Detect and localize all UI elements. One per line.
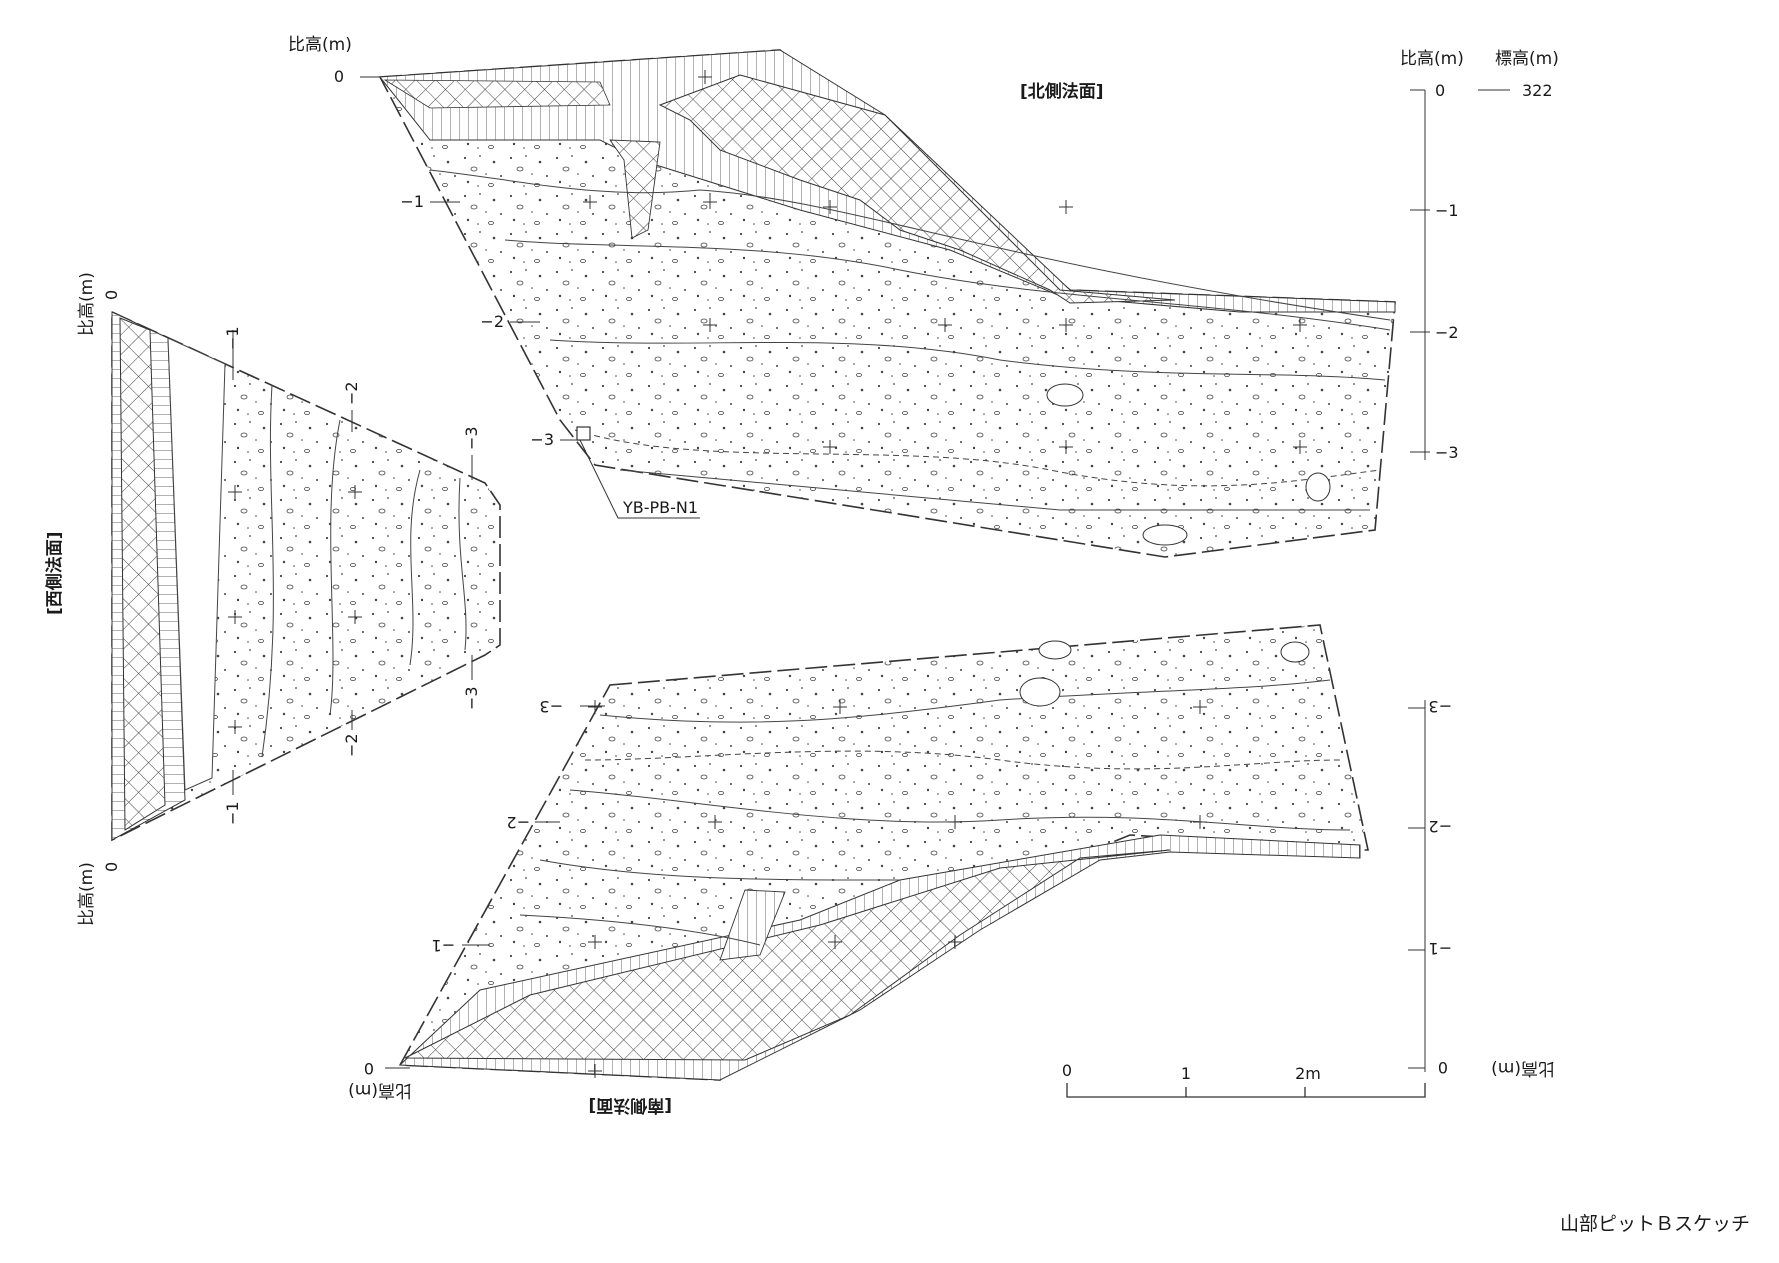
north-left-tick: 0	[334, 67, 344, 86]
north-boulder	[1142, 524, 1188, 546]
scale-label-1: 1	[1181, 1064, 1191, 1083]
west-wall-section: 比高(m) 0 −1 −2 −3 [西側法面] −3 −2 −1 0 比高(m)	[44, 272, 501, 926]
north-wall-section: 比高(m) 0 −1 −2 −3 YB-PB-N1 [北側法面] 比高(m) 標…	[288, 35, 1559, 558]
south-right-tick: −3	[1428, 697, 1452, 716]
north-boulder	[1046, 383, 1084, 407]
south-root-feature	[719, 889, 786, 961]
south-right-tick: 0	[1438, 1058, 1448, 1077]
north-layer-boundary	[429, 169, 1391, 321]
west-grid-crosses	[228, 485, 362, 734]
scale-bar: 0 1 2m	[1062, 1061, 1426, 1098]
north-grid-crosses	[583, 70, 1307, 454]
south-left-tick: 0	[364, 1059, 374, 1078]
north-layer-boundary	[549, 339, 1386, 381]
west-layer-boundary	[409, 469, 421, 666]
south-right-tick: −2	[1428, 817, 1452, 836]
west-tick-bottom: −3	[462, 686, 481, 710]
elevation-axis-label: 標高(m)	[1495, 49, 1559, 69]
west-tick-top: −1	[223, 326, 242, 350]
north-wall-title: [北側法面]	[1020, 81, 1104, 102]
south-grid-crosses	[588, 700, 1207, 1078]
north-right-axis-label: 比高(m)	[1400, 49, 1464, 69]
west-tick-top: −3	[462, 426, 481, 450]
north-boulder	[1305, 472, 1331, 502]
north-layer-boundary	[574, 429, 1381, 487]
south-left-tick: −1	[431, 936, 455, 955]
sample-label: YB-PB-N1	[622, 498, 698, 517]
south-wall-section: −3 −2 −1 0 比高(m) [南側法面] −3 −2 −1 0 比高(m)	[348, 624, 1555, 1116]
scale-label-2m: 2m	[1295, 1064, 1321, 1083]
west-tick-bottom: −2	[342, 733, 361, 757]
north-right-tick: 0	[1435, 81, 1445, 100]
north-left-tick: −2	[480, 312, 504, 331]
north-left-tick: −3	[530, 430, 554, 449]
south-right-axis-label: 比高(m)	[1491, 1058, 1555, 1078]
north-left-axis-label: 比高(m)	[288, 35, 352, 55]
north-left-tick: −1	[400, 192, 424, 211]
west-axis-label-bottom: 比高(m)	[77, 862, 97, 926]
north-layer-boundary	[504, 239, 1391, 331]
south-crosshatch-layer	[404, 849, 1171, 1061]
south-left-axis-label: 比高(m)	[348, 1080, 412, 1100]
south-left-tick: −2	[506, 813, 530, 832]
south-boulder	[1038, 640, 1072, 660]
west-layer-boundary	[261, 384, 274, 758]
sample-leader-line	[579, 439, 700, 519]
figure-caption: 山部ピットＢスケッチ	[1560, 1213, 1750, 1235]
west-clear-layer	[167, 337, 226, 791]
elevation-value: 322	[1522, 81, 1553, 100]
west-zero-top: 0	[102, 290, 121, 300]
west-wall-title: [西側法面]	[44, 531, 65, 615]
west-crosshatch-layer	[119, 317, 166, 831]
south-layer-boundary	[569, 789, 1351, 831]
scale-bar-line	[1066, 1083, 1426, 1098]
north-crosshatch-layer	[658, 74, 1176, 304]
north-right-tick: −2	[1435, 323, 1459, 342]
west-axis-label-top: 比高(m)	[77, 272, 97, 336]
west-tick-bottom: −1	[223, 801, 242, 825]
south-right-tick: −1	[1428, 939, 1452, 958]
south-boulder	[1019, 677, 1061, 707]
north-root-feature	[609, 139, 661, 239]
north-right-tick: −1	[1435, 201, 1459, 220]
west-layer-boundary	[329, 419, 341, 716]
north-right-tick: −3	[1435, 443, 1459, 462]
south-wall-title: [南側法面]	[588, 1095, 672, 1116]
south-left-tick: −3	[539, 697, 563, 716]
west-tick-top: −2	[342, 381, 361, 405]
south-layer-boundary	[584, 750, 1341, 770]
south-layer-boundary	[599, 679, 1331, 723]
south-layer-boundary	[539, 859, 901, 881]
scale-label-0: 0	[1062, 1061, 1072, 1080]
west-layer-boundary	[458, 477, 467, 651]
north-layer-boundary	[619, 469, 1370, 511]
sample-box-marker	[576, 426, 591, 441]
south-boulder	[1280, 641, 1310, 663]
north-crosshatch-strip	[383, 79, 611, 109]
west-zero-bottom: 0	[102, 862, 121, 872]
south-layer-boundary	[519, 914, 761, 946]
